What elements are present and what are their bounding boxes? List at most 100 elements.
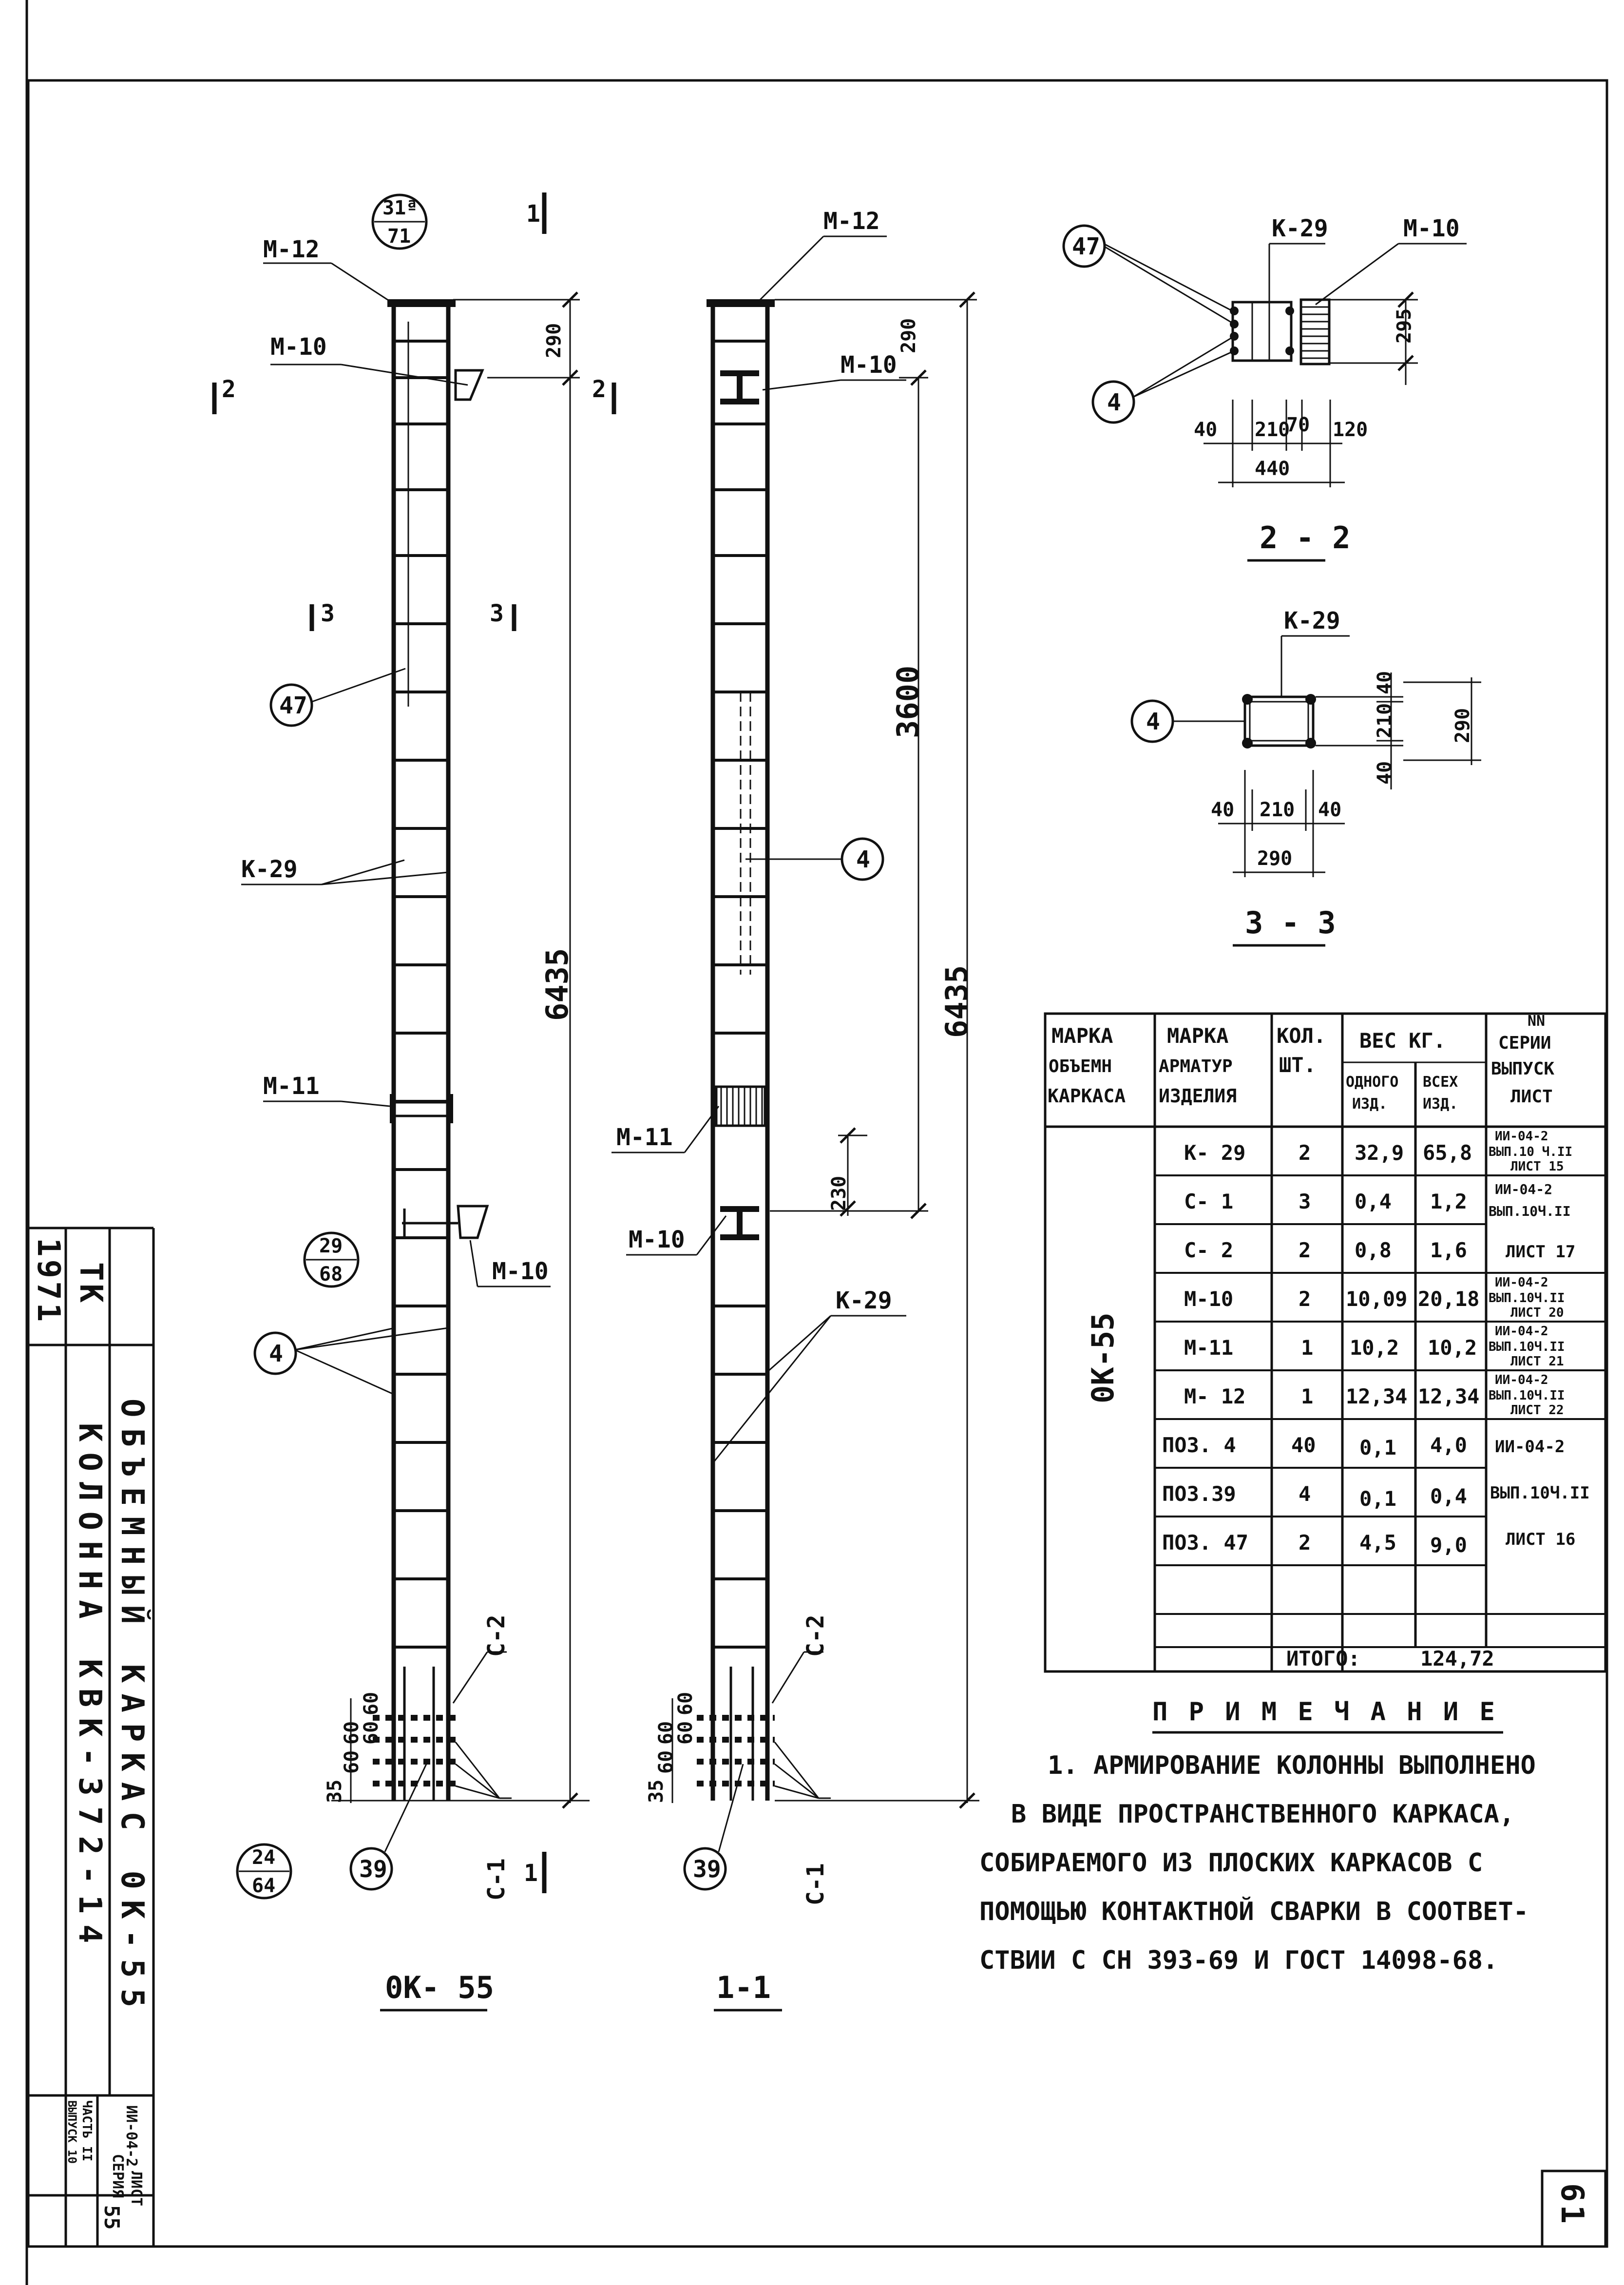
svg-text:ЛИСТ 20: ЛИСТ 20: [1510, 1306, 1564, 1320]
note-line-2: В ВИДЕ ПРОСТРАНСТВЕННОГО КАРКАСА,: [1011, 1800, 1514, 1829]
hdr-col4b-b: ИЗД.: [1423, 1095, 1458, 1113]
hdr-col4b-a: ВСЕХ: [1423, 1074, 1458, 1091]
pos39-balloon-1-1: 39: [693, 1856, 721, 1883]
tb-series-value: ИИ-04-2: [123, 2105, 140, 2167]
dim-2-2-120: 120: [1333, 419, 1368, 441]
svg-text:0,4: 0,4: [1355, 1190, 1392, 1213]
label-m10-1-1: M-10: [841, 351, 897, 379]
m11-plate-1-1: [715, 1085, 766, 1127]
svg-text:2: 2: [222, 376, 236, 403]
hdr-col5-b: СЕРИИ: [1498, 1033, 1551, 1053]
dim-2-2-70: 70: [1286, 414, 1310, 436]
table-row: ПОЗ. 47 2 4,5 9,0 ЛИСТ 16: [1162, 1530, 1575, 1557]
dim-3-3-v40b: 40: [1374, 761, 1396, 785]
sheet-frame: [25, 0, 1608, 2285]
svg-text:9,0: 9,0: [1430, 1533, 1467, 1557]
dim-3-3-40a: 40: [1211, 799, 1234, 821]
view-ok55: 60 60 60 60 35 6435 290 M-12 M-10 K-29 M…: [212, 192, 616, 2012]
hdr-col2-c: ИЗДЕЛИЯ: [1159, 1085, 1237, 1107]
dim-2-2-40: 40: [1194, 419, 1217, 441]
label-c1-ok55: C-1: [483, 1858, 510, 1901]
dim-3-3-v40: 40: [1374, 671, 1396, 694]
svg-text:10,2: 10,2: [1350, 1336, 1399, 1360]
hdr-col1-c: КАРКАСА: [1048, 1085, 1126, 1107]
page-number-box: 61: [1541, 2170, 1607, 2248]
svg-text:ВЫП.10Ч.II: ВЫП.10Ч.II: [1489, 1291, 1565, 1306]
dim-ok55-60a: 60: [360, 1692, 382, 1715]
pos47-balloon-2-2: 47: [1072, 233, 1100, 260]
table-mark: 0K-55: [1085, 1312, 1121, 1403]
tb-year: 1971: [30, 1238, 66, 1325]
svg-text:2: 2: [1299, 1238, 1311, 1262]
note-line-1: 1. АРМИРОВАНИЕ КОЛОННЫ ВЫПОЛНЕНО: [1048, 1751, 1536, 1780]
label-c2-1-1: C-2: [802, 1614, 829, 1657]
svg-text:ИИ-04-2: ИИ-04-2: [1495, 1181, 1552, 1197]
svg-text:M- 12: M- 12: [1184, 1384, 1245, 1408]
svg-text:0,8: 0,8: [1355, 1238, 1392, 1262]
hdr-col4: ВЕС КГ.: [1359, 1029, 1446, 1053]
ref-balloon-bot: 24 64: [236, 1843, 292, 1900]
svg-text:ВЫП.10 Ч.II: ВЫП.10 Ч.II: [1489, 1145, 1572, 1159]
svg-text:2: 2: [592, 376, 606, 403]
tb-part-label: ЧАСТЬ II: [79, 2100, 94, 2161]
svg-text:2: 2: [1299, 1287, 1311, 1311]
label-m11-1-1: M-11: [616, 1124, 673, 1151]
svg-text:4,0: 4,0: [1430, 1433, 1467, 1457]
view-title-1-1: 1-1: [716, 1970, 771, 2005]
svg-text:1: 1: [526, 200, 540, 228]
pos4-balloon-3-3: 4: [1146, 708, 1160, 735]
svg-text:4,5: 4,5: [1359, 1531, 1396, 1555]
table-row: M- 12 1 12,34 12,34 ИИ-04-2 ВЫП.10Ч.II Л…: [1184, 1373, 1565, 1418]
label-k29-2-2: K-29: [1272, 215, 1328, 242]
svg-text:C- 2: C- 2: [1184, 1238, 1233, 1262]
svg-text:32,9: 32,9: [1355, 1141, 1404, 1165]
svg-text:10,09: 10,09: [1346, 1287, 1407, 1311]
svg-text:24: 24: [252, 1846, 275, 1869]
svg-text:40: 40: [1291, 1433, 1316, 1457]
hdr-col3-b: ШТ.: [1279, 1053, 1316, 1077]
label-m12-ok55: M-12: [263, 236, 320, 263]
svg-text:12,34: 12,34: [1418, 1384, 1479, 1408]
svg-text:10,2: 10,2: [1428, 1336, 1477, 1360]
svg-text:C- 1: C- 1: [1184, 1190, 1233, 1213]
pos4-balloon-ok55: 4: [269, 1340, 283, 1367]
tb-title-1: КОЛОННА КВК-372-14: [72, 1423, 108, 1954]
section-marker-2-right: 2: [592, 376, 616, 414]
table-row: M-11 1 10,2 10,2 ИИ-04-2 ВЫП.10Ч.II ЛИСТ…: [1184, 1324, 1565, 1369]
hdr-col1-a: МАРКА: [1051, 1024, 1113, 1048]
label-k29-1-1: K-29: [836, 1287, 892, 1314]
dim-ok55-60b: 60: [360, 1721, 382, 1745]
note-block: П Р И М Е Ч А Н И Е 1. АРМИРОВАНИЕ КОЛОН…: [979, 1697, 1536, 1975]
dim-3-3-v210: 210: [1374, 703, 1396, 738]
svg-text:3: 3: [1299, 1190, 1311, 1213]
svg-text:3: 3: [321, 600, 335, 627]
table-total-value: 124,72: [1420, 1647, 1494, 1671]
table-total-label: ИТОГО:: [1286, 1647, 1360, 1671]
pos47-balloon-ok55: 47: [279, 692, 307, 719]
svg-text:65,8: 65,8: [1423, 1141, 1472, 1165]
note-line-5: СТВИИ С СН 393-69 И ГОСТ 14098-68.: [979, 1946, 1498, 1975]
m10-section-bottom: [720, 1206, 759, 1240]
svg-text:29: 29: [319, 1235, 343, 1257]
svg-text:ИИ-04-2: ИИ-04-2: [1495, 1275, 1548, 1290]
view-title-3-3: 3 - 3: [1245, 905, 1336, 941]
svg-text:ВЫП.10Ч.II: ВЫП.10Ч.II: [1490, 1483, 1590, 1503]
svg-text:1: 1: [1301, 1336, 1313, 1360]
label-m10b-ok55: M-10: [492, 1258, 549, 1285]
label-k29-ok55: K-29: [241, 856, 298, 883]
note-line-4: ПОМОЩЬЮ КОНТАКТНОЙ СВАРКИ В СООТВЕТ-: [979, 1897, 1528, 1926]
label-m11-ok55: M-11: [263, 1073, 320, 1100]
svg-text:ИИ-04-2: ИИ-04-2: [1495, 1324, 1548, 1339]
svg-text:4: 4: [1299, 1482, 1311, 1506]
svg-text:71: 71: [387, 225, 411, 248]
svg-text:0,1: 0,1: [1359, 1436, 1396, 1459]
label-c2-ok55: C-2: [483, 1614, 510, 1657]
tb-series-label: СЕРИЯ: [109, 2154, 126, 2198]
dim-1-1-6435: 6435: [939, 965, 974, 1038]
ref-balloon-top: 31ª 71: [371, 193, 428, 250]
section-marker-3-left: 3: [309, 600, 335, 631]
svg-text:K- 29: K- 29: [1184, 1141, 1245, 1165]
note-title: П Р И М Е Ч А Н И Е: [1152, 1697, 1498, 1727]
svg-text:3: 3: [490, 600, 504, 627]
